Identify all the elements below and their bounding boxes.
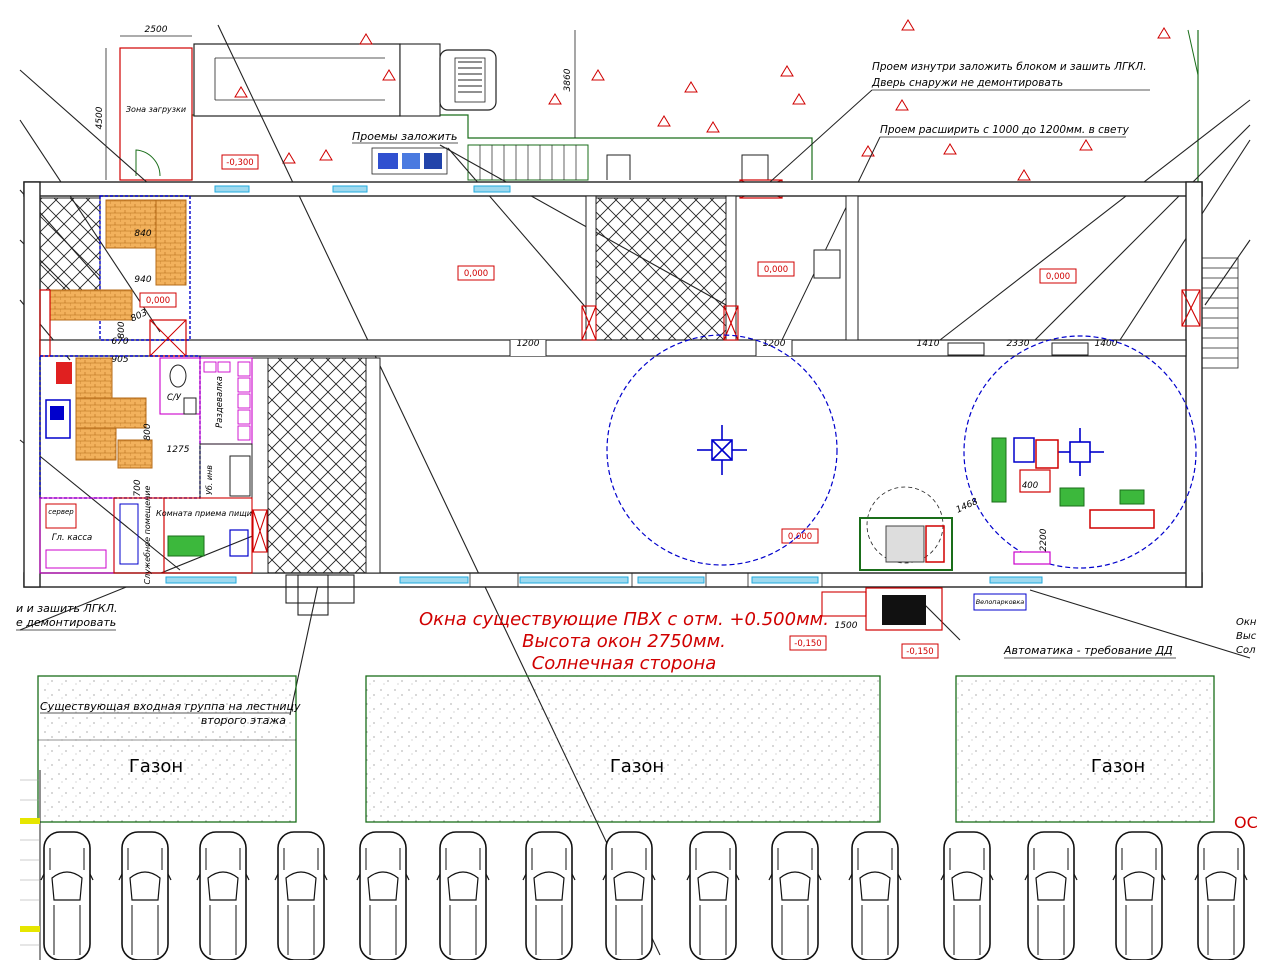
dim-400: 400 bbox=[1022, 481, 1038, 491]
lawn-label-2: Газон bbox=[610, 756, 664, 777]
room-ub-inv: Уб. инв bbox=[205, 465, 214, 495]
car-icon bbox=[768, 831, 822, 960]
dim-940: 940 bbox=[134, 275, 151, 285]
note-blocked-openings: Проемы заложить bbox=[352, 130, 458, 143]
level-main1: 0,000 bbox=[464, 269, 488, 279]
oc-label: ОС bbox=[1234, 813, 1258, 832]
dim-1468: 1468 bbox=[955, 497, 980, 516]
bottom-notes: и и зашить ЛГКЛ. е демонтировать Окна су… bbox=[16, 602, 1257, 674]
level-small: 0,000 bbox=[146, 296, 170, 306]
windows-note-line3: Солнечная сторона bbox=[532, 653, 717, 674]
dim-905: 905 bbox=[111, 355, 128, 365]
level-main3: 0,000 bbox=[1046, 272, 1070, 282]
car-icon bbox=[848, 831, 902, 960]
windows-bottom bbox=[165, 576, 1043, 584]
circle-zone-1 bbox=[606, 334, 838, 566]
dim-800a: 800 bbox=[117, 321, 127, 338]
dim-1200a: 1200 bbox=[517, 339, 540, 349]
level-main2: 0,000 bbox=[764, 265, 788, 275]
loading-zone: 2500 4500 Зона загрузки bbox=[95, 25, 193, 181]
lawn-label-3: Газон bbox=[1091, 756, 1145, 777]
room-komnata-priema: Комната приема пищи bbox=[156, 509, 252, 518]
windows-top bbox=[214, 185, 511, 193]
title-strip bbox=[20, 770, 41, 960]
right-cut-3: Сол bbox=[1236, 645, 1256, 656]
level-outside: -0,300 bbox=[226, 158, 253, 168]
service-rooms: 840 940 800 803 670 905 800 1275 700 С/У bbox=[39, 195, 253, 584]
room-sluzhebnoe: Служебное помещение bbox=[143, 485, 152, 584]
loading-zone-label: Зона загрузки bbox=[126, 105, 186, 114]
car-icon bbox=[40, 831, 94, 960]
ramp bbox=[467, 144, 589, 181]
parking-row bbox=[40, 831, 1248, 960]
right-cut-1: Окн bbox=[1236, 617, 1257, 628]
car-icon bbox=[274, 831, 328, 960]
car-icon bbox=[940, 831, 994, 960]
dim-2200: 2200 bbox=[1039, 528, 1049, 551]
dim-1500: 1500 bbox=[835, 621, 858, 631]
dim-3860: 3860 bbox=[563, 68, 573, 91]
level-ext2: -0,150 bbox=[906, 647, 933, 657]
room-razdevalka: Раздевалка bbox=[215, 376, 225, 428]
entry-group-note-1: Существующая входная группа на лестницу bbox=[40, 700, 301, 713]
dim-1200b: 1200 bbox=[763, 339, 786, 349]
left-note-1: и и зашить ЛГКЛ. bbox=[16, 602, 117, 615]
level-circle: 0,000 bbox=[788, 532, 812, 542]
note-inside-1: Проем изнутри заложить блоком и зашить Л… bbox=[872, 61, 1147, 73]
car-icon bbox=[686, 831, 740, 960]
dim-840: 840 bbox=[134, 229, 151, 239]
car-icon bbox=[1024, 831, 1078, 960]
dim-2330: 2330 bbox=[1007, 339, 1030, 349]
terrain-marks bbox=[234, 19, 1171, 181]
dim-1410: 1410 bbox=[917, 339, 940, 349]
car-icon bbox=[602, 831, 656, 960]
room-gl-kassa: Гл. касса bbox=[52, 533, 92, 543]
car-icon bbox=[436, 831, 490, 960]
bike-parking-label: Велопарковка bbox=[976, 598, 1025, 606]
entry-vestibule: 1500 -0,150 -0,150 bbox=[789, 486, 953, 659]
note-widen: Проем расширить с 1000 до 1200мм. в свет… bbox=[880, 124, 1130, 136]
right-stairs bbox=[1201, 257, 1239, 369]
car-icon bbox=[118, 831, 172, 960]
left-note-2: е демонтировать bbox=[16, 616, 116, 629]
entry-group-note-2: второго этажа bbox=[201, 714, 286, 727]
circle-zone-2: 400 2200 1468 bbox=[955, 335, 1197, 569]
truck-icon bbox=[193, 43, 497, 117]
dim-800b: 800 bbox=[143, 423, 153, 440]
dim-1400: 1400 bbox=[1095, 339, 1118, 349]
car-icon bbox=[522, 831, 576, 960]
car-icon bbox=[1112, 831, 1166, 960]
level-marks: 0,000 0,000 0,000 0,000 0,000 bbox=[139, 261, 1077, 544]
ac-unit-icon bbox=[371, 147, 448, 175]
lawns: Существующая входная группа на лестницу … bbox=[37, 675, 1258, 832]
lawn-label-1: Газон bbox=[129, 756, 183, 777]
dim-700: 700 bbox=[133, 479, 143, 496]
dim-1275: 1275 bbox=[167, 445, 190, 455]
top-exterior: 2500 4500 Зона загрузки 3860 -0,300 bbox=[95, 19, 1199, 341]
windows-note-line2: Высота окон 2750мм. bbox=[522, 631, 726, 652]
dim-2500: 2500 bbox=[145, 25, 168, 35]
building: 0,000 0,000 0,000 0,000 0,000 1200 1200 … bbox=[23, 181, 1239, 659]
note-inside-2: Дверь снаружи не демонтировать bbox=[871, 77, 1063, 89]
right-cut-2: Выс bbox=[1236, 631, 1257, 642]
car-icon bbox=[196, 831, 250, 960]
automatika-note: Автоматика - требование ДД bbox=[1003, 644, 1173, 657]
dim-4500: 4500 bbox=[95, 106, 105, 129]
room-server: сервер bbox=[48, 508, 74, 516]
windows-note-line1: Окна существующие ПВХ с отм. +0.500мм. bbox=[419, 609, 829, 630]
car-icon bbox=[1194, 831, 1248, 960]
dim-670: 670 bbox=[111, 337, 128, 347]
room-su: С/У bbox=[167, 393, 182, 403]
car-icon bbox=[356, 831, 410, 960]
level-ext1: -0,150 bbox=[794, 639, 821, 649]
